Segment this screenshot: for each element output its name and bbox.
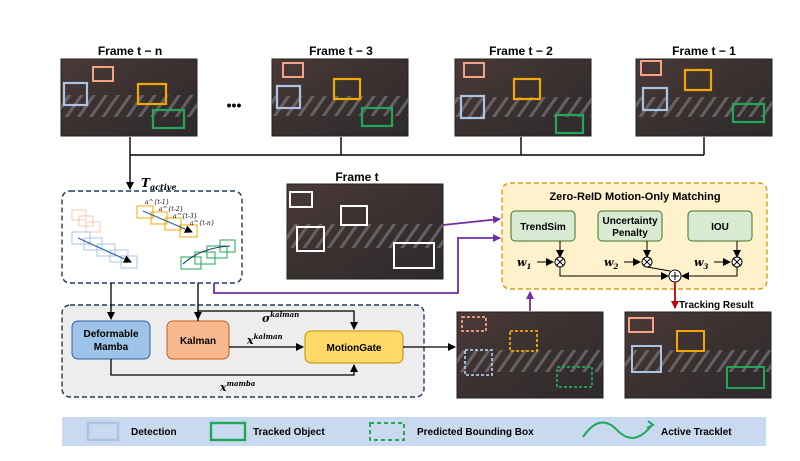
tracked-box-yellow <box>136 82 168 106</box>
ellipsis-dots: ••• <box>227 97 242 113</box>
frame-label: Frame t <box>335 170 378 184</box>
tracked-box-green <box>151 108 186 130</box>
svg-text:Predicted Bounding Box: Predicted Bounding Box <box>417 427 534 438</box>
svg-text:Active Tracklet: Active Tracklet <box>661 427 732 438</box>
svg-text:a^{t-3}: a^{t-3} <box>173 213 198 220</box>
frame-t-3: Frame t − 3 <box>271 44 409 137</box>
predicted-frame <box>456 311 604 399</box>
svg-text:Penalty: Penalty <box>612 228 648 239</box>
legend: Detection Tracked Object Predicted Bound… <box>62 417 766 446</box>
matching-title: Zero-ReID Motion-Only Matching <box>549 191 720 203</box>
tracked-box-icon <box>209 421 247 442</box>
svg-text:MotionGate: MotionGate <box>327 343 382 354</box>
svg-text:Uncertainty: Uncertainty <box>602 216 657 227</box>
motion-module-panel: Deformable Mamba Kalman MotionGate σkalm… <box>61 304 425 398</box>
trendsim-box: TrendSim <box>510 210 576 242</box>
predicted-box-icon <box>369 422 405 441</box>
frame-t-n: Frame t − n <box>60 44 198 137</box>
x-kalman-label: xkalman <box>246 332 283 347</box>
purple-connectors <box>213 215 534 311</box>
svg-text:Mamba: Mamba <box>94 342 129 353</box>
frame-t-1: Frame t − 1 <box>635 44 773 137</box>
frame-label: Frame t − 3 <box>309 44 373 58</box>
svg-text:Tactive: Tactive <box>141 176 176 192</box>
sigma-kalman-label: σkalman <box>262 310 299 325</box>
kalman-block: Kalman <box>166 320 230 360</box>
svg-text:w3: w3 <box>694 256 708 271</box>
svg-text:a^{t-n}: a^{t-n} <box>190 220 215 227</box>
svg-text:w2: w2 <box>604 256 618 271</box>
svg-text:Deformable: Deformable <box>83 329 138 340</box>
uncertainty-penalty-box: Uncertainty Penalty <box>597 210 663 242</box>
x-mamba-label: xmamba <box>219 379 256 394</box>
weight-labels: w1 w2 w3 <box>517 256 708 271</box>
panel-to-module-arrows <box>107 283 456 351</box>
matching-panel: Zero-ReID Motion-Only Matching TrendSim … <box>501 182 768 290</box>
tracklet-labels: a^{t-1} a^{t-2} a^{t-3} a^{t-n} <box>145 199 215 227</box>
svg-text:a^{t-2}: a^{t-2} <box>159 206 184 213</box>
detection-box <box>62 81 89 107</box>
svg-text:Detection: Detection <box>131 427 177 438</box>
frame-t: Frame t <box>286 170 444 280</box>
frame-label: Frame t − n <box>98 44 162 58</box>
svg-text:Tracked Object: Tracked Object <box>253 427 325 438</box>
frame-merge-lines <box>126 137 705 190</box>
svg-text:Kalman: Kalman <box>180 336 216 347</box>
deformable-mamba-block: Deformable Mamba <box>71 320 151 360</box>
svg-text:TrendSim: TrendSim <box>520 222 566 233</box>
tracklet-curve-icon <box>582 421 653 439</box>
active-tracklet-panel: a^{t-1} a^{t-2} a^{t-3} a^{t-n} <box>61 190 243 284</box>
iou-box: IOU <box>687 210 753 242</box>
t-active-label: Tactive <box>141 176 176 192</box>
tracking-result-label: Tracking Result <box>679 300 754 311</box>
svg-text:IOU: IOU <box>711 222 729 233</box>
svg-text:w1: w1 <box>517 256 531 271</box>
svg-text:a^{t-1}: a^{t-1} <box>145 199 170 206</box>
sum-node <box>668 269 682 283</box>
frame-label: Frame t − 2 <box>489 44 553 58</box>
multiply-node <box>554 241 743 268</box>
tracking-result-frame <box>624 311 772 399</box>
frame-label: Frame t − 1 <box>672 44 736 58</box>
detection-box-icon <box>86 421 120 442</box>
motiongate-block: MotionGate <box>304 330 404 364</box>
frame-t-2: Frame t − 2 <box>454 44 592 137</box>
tracked-box-orange <box>92 66 114 82</box>
